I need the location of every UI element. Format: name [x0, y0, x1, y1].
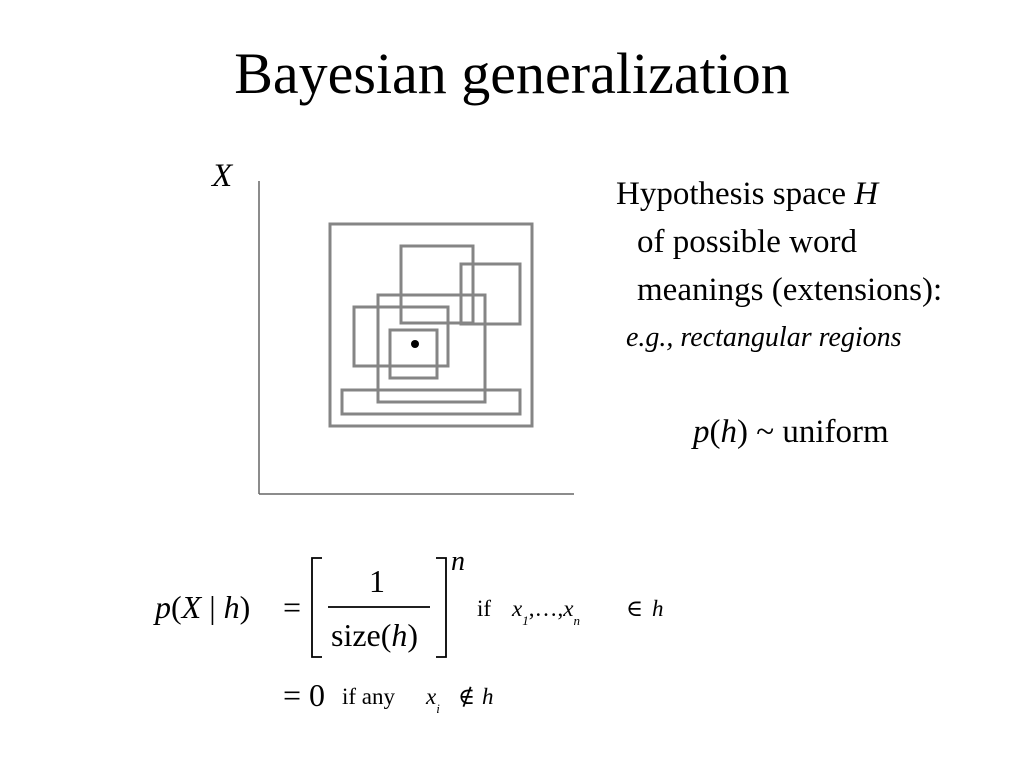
zero-value: 0: [309, 677, 325, 713]
slide-title: Bayesian generalization: [234, 41, 790, 106]
den-h: h: [391, 617, 408, 653]
condition-if-any: if any: [342, 684, 396, 709]
element-of-symbol: ∈: [626, 596, 644, 621]
hypothesis-line-1: Hypothesis space H: [616, 174, 878, 214]
likelihood-equals: =: [283, 589, 302, 625]
hypothesis-rect: [376, 293, 487, 404]
lhs-p: p: [155, 589, 171, 625]
hypothesis-var: H: [854, 176, 879, 212]
axis-label-x: X: [212, 158, 233, 194]
hypothesis-rect: [340, 388, 522, 416]
lhs-x: X: [181, 589, 202, 625]
hypothesis-rect: [388, 328, 439, 380]
fraction-numerator: 1: [369, 563, 385, 599]
lhs-bar: |: [201, 589, 224, 625]
hypothesis-line-3: meanings (extensions):: [637, 272, 943, 308]
hypothesis-line-2: of possible word: [637, 224, 857, 260]
prior-p: p: [693, 414, 710, 450]
zero-equals: =: [283, 677, 302, 713]
condition-xi: xi: [426, 684, 440, 716]
prior-h: h: [720, 414, 738, 450]
left-bracket: [311, 557, 322, 658]
prior-close: ): [737, 414, 748, 450]
condition-if: if: [477, 596, 492, 621]
prior-open: (: [709, 414, 721, 450]
cond-sub-1: 1: [522, 613, 529, 628]
cond-xn: x: [563, 596, 574, 621]
condition-members: x1,…,xn: [512, 596, 580, 628]
cond-sub-i: i: [436, 701, 440, 716]
cond-xi: x: [426, 684, 437, 709]
lhs-open: (: [171, 589, 182, 625]
example-point: [411, 340, 419, 348]
lhs-close: ): [239, 589, 251, 625]
example-note: e.g., rectangular regions: [626, 322, 902, 353]
hypothesis-rect: [399, 244, 475, 325]
hypothesis-rect: [352, 305, 450, 368]
cond-x1: x: [512, 596, 523, 621]
den-suffix: ): [407, 617, 419, 653]
hypothesis-line-1-text: Hypothesis space: [616, 176, 855, 212]
prior-statement: p(h) ~ uniform: [693, 414, 889, 451]
prior-rest: ~ uniform: [748, 414, 889, 450]
cond-dots: ,…,: [528, 596, 564, 621]
right-bracket: [436, 557, 447, 658]
likelihood-lhs: p(X | h): [155, 589, 250, 626]
zero-h: h: [482, 684, 494, 709]
exponent-n: n: [451, 546, 465, 577]
hypothesis-rect-outer: [328, 222, 534, 428]
not-element-symbol: ∉: [458, 684, 476, 709]
cond-h: h: [652, 596, 664, 621]
fraction-denominator: size(h): [331, 617, 418, 654]
lhs-h: h: [223, 589, 240, 625]
den-prefix: size(: [331, 617, 392, 653]
cond-sub-n: n: [573, 613, 580, 628]
